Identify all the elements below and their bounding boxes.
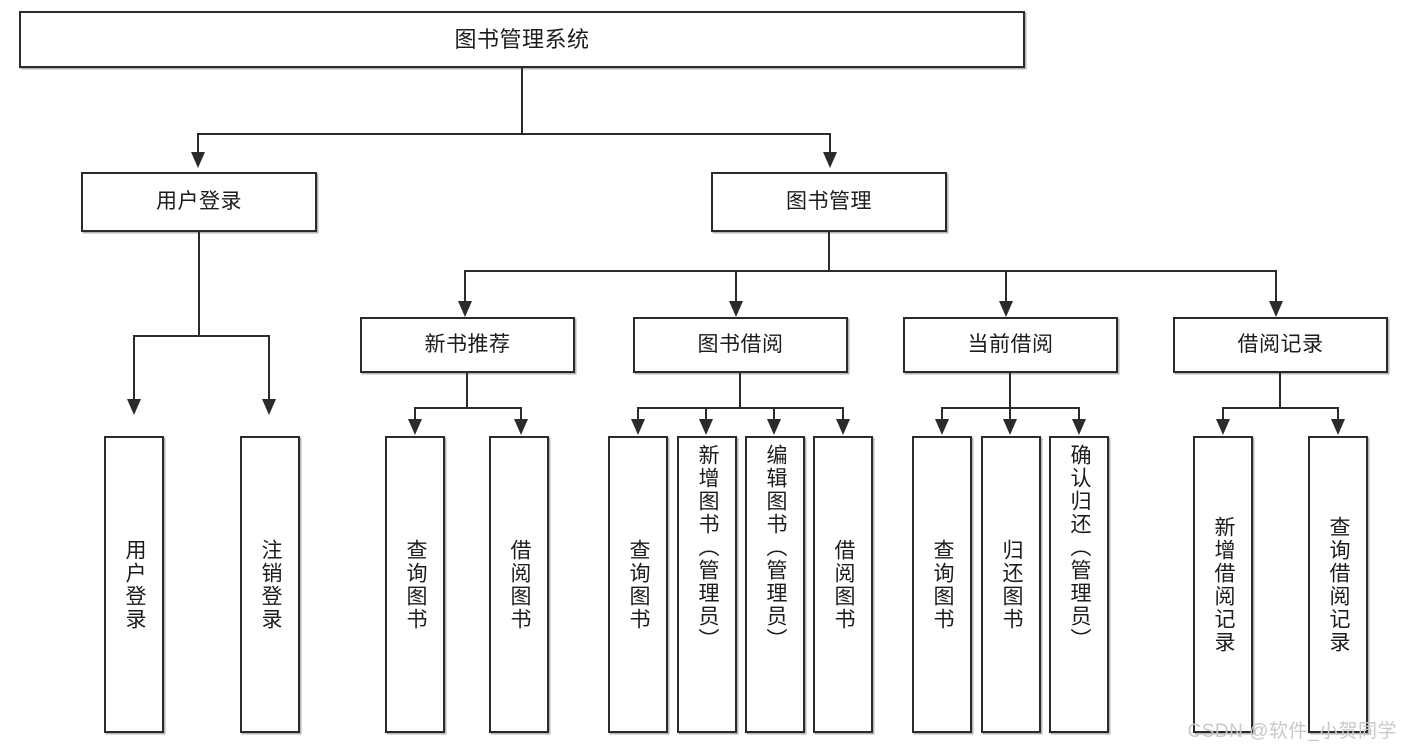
node-leaf-return-book[interactable]: 归还图书 — [981, 436, 1041, 733]
node-book-manage-label: 图书管理 — [786, 189, 872, 213]
arrow-root-to-book-manage — [823, 152, 837, 168]
node-leaf-borrow-book-2[interactable]: 借阅图书 — [813, 436, 873, 733]
arrow-current-borrow-drop-3 — [1072, 419, 1086, 435]
connector-borrow-record-drop-2 — [1337, 407, 1339, 423]
node-leaf-return-book-label: 归还图书 — [1000, 538, 1024, 631]
arrow-book-manage-drop-1 — [458, 301, 472, 317]
connector-book-borrow-drop-4 — [842, 407, 844, 423]
connector-book-manage-drop-3 — [1005, 270, 1007, 303]
node-leaf-edit-book-label: 编辑图书（管理员） — [764, 444, 788, 651]
node-leaf-add-record-label: 新增借阅记录 — [1212, 515, 1236, 654]
node-leaf-user-logout[interactable]: 注销登录 — [240, 436, 300, 733]
connector-new-book-stem — [466, 373, 468, 409]
node-leaf-query-book-2[interactable]: 查询图书 — [608, 436, 668, 733]
node-current-borrow[interactable]: 当前借阅 — [903, 317, 1118, 373]
node-leaf-edit-book[interactable]: 编辑图书（管理员） — [745, 436, 805, 733]
connector-borrow-record-stem — [1279, 373, 1281, 409]
node-leaf-add-book[interactable]: 新增图书（管理员） — [677, 436, 737, 733]
node-leaf-add-record[interactable]: 新增借阅记录 — [1193, 436, 1253, 733]
arrow-new-book-drop-2 — [514, 419, 528, 435]
connector-book-borrow-bus — [637, 407, 844, 409]
connector-root-to-book-manage — [829, 133, 831, 155]
arrow-current-borrow-drop-1 — [935, 419, 949, 435]
node-user-login[interactable]: 用户登录 — [81, 172, 317, 232]
connector-root-to-user-login — [197, 133, 199, 155]
connector-book-manage-drop-1 — [464, 270, 466, 303]
connector-current-borrow-stem — [1009, 373, 1011, 409]
arrow-book-borrow-drop-3 — [767, 419, 781, 435]
connector-user-login-bus — [133, 335, 269, 337]
node-borrow-record-label: 借阅记录 — [1237, 332, 1324, 356]
arrow-book-borrow-drop-2 — [699, 419, 713, 435]
node-leaf-confirm-return-label: 确认归还（管理员） — [1068, 444, 1092, 651]
node-leaf-query-book-2-label: 查询图书 — [627, 538, 651, 631]
arrow-root-to-user-login — [191, 152, 205, 168]
connector-borrow-record-drop-1 — [1222, 407, 1224, 423]
connector-new-book-bus — [414, 407, 522, 409]
arrow-user-login-drop-2 — [262, 399, 276, 415]
node-leaf-borrow-book-1-label: 借阅图书 — [508, 538, 532, 631]
connector-book-borrow-drop-2 — [705, 407, 707, 423]
connector-book-manage-drop-4 — [1275, 270, 1277, 303]
connector-root-bus — [197, 133, 831, 135]
node-book-borrow[interactable]: 图书借阅 — [633, 317, 848, 373]
connector-current-borrow-drop-1 — [941, 407, 943, 423]
arrow-borrow-record-drop-2 — [1331, 419, 1345, 435]
node-book-borrow-label: 图书借阅 — [697, 332, 784, 356]
node-leaf-add-book-label: 新增图书（管理员） — [696, 444, 720, 651]
node-leaf-query-book-1-label: 查询图书 — [404, 538, 428, 631]
node-new-book-recommend-label: 新书推荐 — [424, 332, 511, 356]
connector-book-manage-drop-2 — [735, 270, 737, 303]
connector-current-borrow-drop-3 — [1078, 407, 1080, 423]
arrow-book-manage-drop-4 — [1269, 301, 1283, 317]
connector-new-book-drop-2 — [520, 407, 522, 423]
connector-user-login-drop-1 — [133, 335, 135, 402]
node-leaf-borrow-book-2-label: 借阅图书 — [832, 538, 856, 631]
connector-book-borrow-drop-3 — [773, 407, 775, 423]
connector-book-borrow-drop-1 — [637, 407, 639, 423]
arrow-book-borrow-drop-1 — [631, 419, 645, 435]
arrow-user-login-drop-1 — [127, 399, 141, 415]
connector-book-manage-bus — [464, 270, 1277, 272]
node-leaf-query-book-1[interactable]: 查询图书 — [385, 436, 445, 733]
node-leaf-query-record[interactable]: 查询借阅记录 — [1308, 436, 1368, 733]
connector-book-manage-stem — [828, 232, 830, 272]
node-new-book-recommend[interactable]: 新书推荐 — [360, 317, 575, 373]
node-leaf-borrow-book-1[interactable]: 借阅图书 — [489, 436, 549, 733]
node-user-login-label: 用户登录 — [156, 189, 242, 213]
node-current-borrow-label: 当前借阅 — [967, 332, 1054, 356]
connector-current-borrow-drop-2 — [1009, 407, 1011, 423]
arrow-book-borrow-drop-4 — [836, 419, 850, 435]
node-root-label: 图书管理系统 — [454, 26, 590, 52]
node-root[interactable]: 图书管理系统 — [19, 11, 1025, 68]
node-leaf-user-login[interactable]: 用户登录 — [104, 436, 164, 733]
arrow-new-book-drop-1 — [408, 419, 422, 435]
node-leaf-user-logout-label: 注销登录 — [259, 538, 283, 631]
node-leaf-user-login-label: 用户登录 — [123, 538, 147, 631]
arrow-book-manage-drop-3 — [999, 301, 1013, 317]
connector-user-login-drop-2 — [268, 335, 270, 402]
node-borrow-record[interactable]: 借阅记录 — [1173, 317, 1388, 373]
connector-root-stem — [521, 68, 523, 134]
connector-new-book-drop-1 — [414, 407, 416, 423]
node-leaf-confirm-return[interactable]: 确认归还（管理员） — [1049, 436, 1109, 733]
arrow-book-manage-drop-2 — [729, 301, 743, 317]
arrow-borrow-record-drop-1 — [1216, 419, 1230, 435]
connector-user-login-stem — [198, 232, 200, 336]
connector-borrow-record-bus — [1222, 407, 1339, 409]
node-leaf-query-book-3-label: 查询图书 — [931, 538, 955, 631]
node-book-manage[interactable]: 图书管理 — [711, 172, 947, 232]
node-leaf-query-record-label: 查询借阅记录 — [1327, 515, 1351, 654]
arrow-current-borrow-drop-2 — [1003, 419, 1017, 435]
node-leaf-query-book-3[interactable]: 查询图书 — [912, 436, 972, 733]
connector-book-borrow-stem — [739, 373, 741, 409]
